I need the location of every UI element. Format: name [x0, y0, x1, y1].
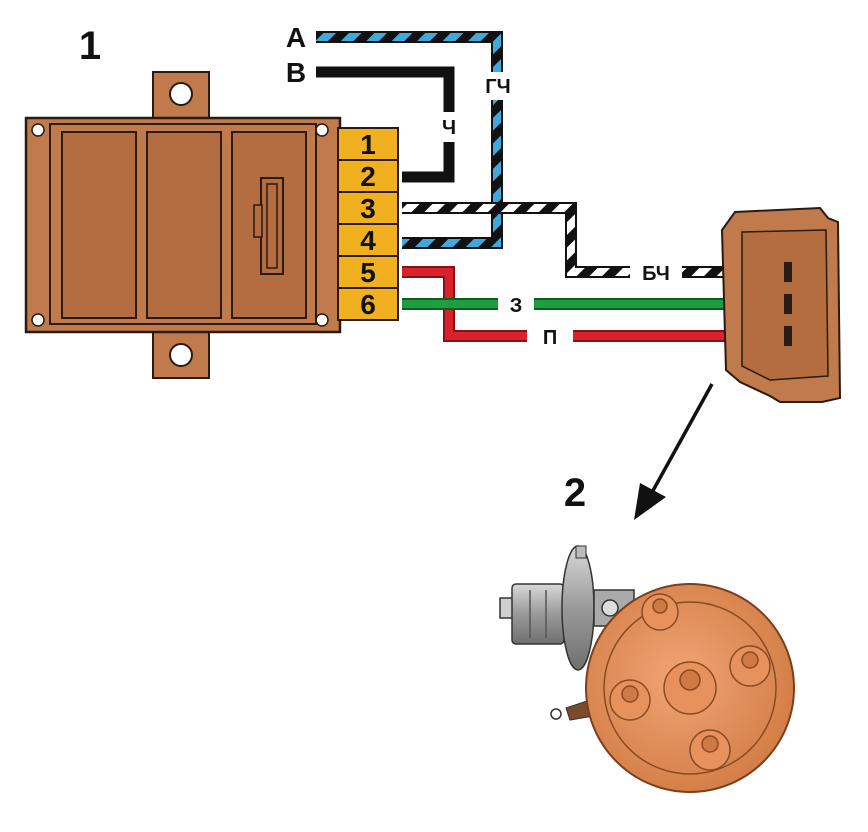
distributor-connector — [720, 206, 842, 403]
wire-z-label: З — [510, 295, 523, 317]
control-unit — [24, 71, 342, 379]
wire-p-label: П — [543, 327, 557, 349]
labels: 1 2 А В ГЧ Ч БЧ З П — [79, 22, 670, 515]
distributor — [499, 545, 795, 793]
input-a-label: А — [286, 22, 306, 53]
terminal-4-label: 4 — [360, 225, 376, 256]
wire-ch-label: Ч — [442, 117, 456, 139]
terminal-6-label: 6 — [360, 289, 376, 320]
terminal-3-label: 3 — [360, 193, 376, 224]
callout-2-label: 2 — [564, 471, 586, 515]
terminal-block: 1 2 3 4 5 6 — [337, 127, 399, 321]
pointer-arrow — [634, 383, 714, 520]
terminal-1-label: 1 — [360, 129, 376, 160]
wire-gch-label: ГЧ — [485, 76, 510, 98]
terminal-2-label: 2 — [360, 161, 376, 192]
terminal-5-label: 5 — [360, 257, 376, 288]
input-b-label: В — [286, 57, 306, 88]
wires — [316, 31, 790, 350]
callout-1-label: 1 — [79, 24, 101, 68]
wire-bch-label: БЧ — [642, 263, 670, 285]
wire-gch — [316, 31, 503, 249]
